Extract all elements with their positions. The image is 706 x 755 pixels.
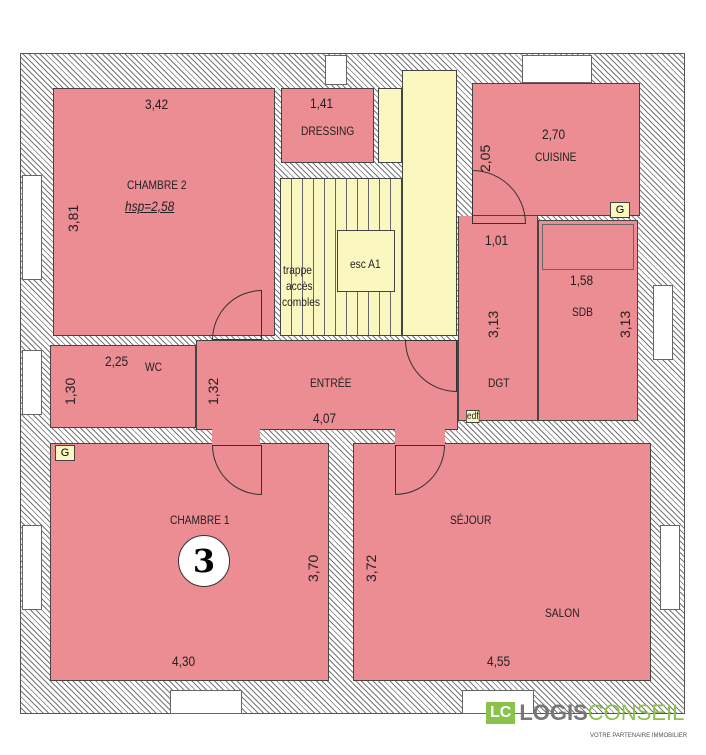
dressing-label: DRESSING (301, 124, 355, 138)
gas-marker-chambre-1: G (55, 445, 75, 461)
dressing-width: 1,41 (310, 95, 334, 111)
cuisine-label: CUISINE (535, 150, 577, 164)
logo-conseil: CONSEIL (587, 700, 685, 725)
entree-height: 1,32 (205, 377, 221, 405)
sdb-label: SDB (572, 305, 593, 319)
room-dgt (458, 216, 538, 421)
entree-label: ENTRÉE (310, 376, 352, 390)
salon-label: SALON (545, 606, 580, 620)
room-wc (50, 345, 196, 428)
cuisine-height: 2,05 (477, 144, 493, 172)
dgt-width: 1,01 (485, 232, 509, 248)
sejour-width: 4,55 (487, 653, 511, 669)
wc-height: 1,30 (62, 377, 78, 405)
trap-line-3: combles (282, 295, 320, 309)
logo-tagline: VOTRE PARTENAIRE IMMOBILIER (590, 733, 688, 739)
window-wc[interactable] (22, 350, 42, 415)
sdb-width: 1,58 (570, 272, 594, 288)
chambre-1-height: 3,70 (305, 554, 321, 582)
plan-number-badge: 3 (178, 535, 230, 587)
window-chambre-1[interactable] (22, 525, 42, 610)
logo-logis: LOGIS (519, 700, 588, 725)
logo-lc: LC (486, 702, 516, 724)
cuisine-width: 2,70 (542, 126, 566, 142)
stairs-label: esc A1 (350, 257, 381, 271)
edf-meter: edf (466, 410, 480, 423)
dgt-label: DGT (488, 376, 510, 390)
trap-line-2: accès (286, 279, 313, 293)
window-chambre-2[interactable] (22, 175, 42, 280)
bathtub (542, 224, 634, 270)
window-top-left[interactable] (325, 55, 347, 85)
window-sdb[interactable] (653, 285, 673, 360)
window-kitchen[interactable] (522, 55, 592, 83)
room-dressing (281, 88, 374, 163)
dgt-height: 3,13 (485, 310, 501, 338)
chambre-1-width: 4,30 (172, 653, 196, 669)
wc-label: WC (145, 360, 162, 374)
chambre-1-label: CHAMBRE 1 (170, 513, 230, 527)
sdb-height: 3,13 (617, 310, 633, 338)
trap-line-1: trappe (283, 263, 312, 277)
sejour-label: SÉJOUR (450, 513, 492, 527)
sejour-height: 3,72 (363, 554, 379, 582)
window-chambre-1-south[interactable] (170, 690, 242, 714)
stair-landing (337, 230, 395, 292)
wc-width: 2,25 (105, 353, 129, 369)
stair-flight (402, 70, 457, 336)
storage-closet (378, 88, 402, 163)
chambre-2-hsp: hsp=2,58 (125, 198, 175, 214)
chambre-2-height: 3,81 (65, 204, 81, 232)
chambre-2-label: CHAMBRE 2 (127, 178, 187, 192)
gas-marker-kitchen: G (610, 202, 630, 218)
chambre-2-width: 3,42 (145, 96, 169, 112)
logis-conseil-logo: LC LOGIS CONSEIL (486, 700, 684, 726)
entree-width: 4,07 (313, 410, 337, 426)
window-sejour-east[interactable] (660, 525, 680, 610)
